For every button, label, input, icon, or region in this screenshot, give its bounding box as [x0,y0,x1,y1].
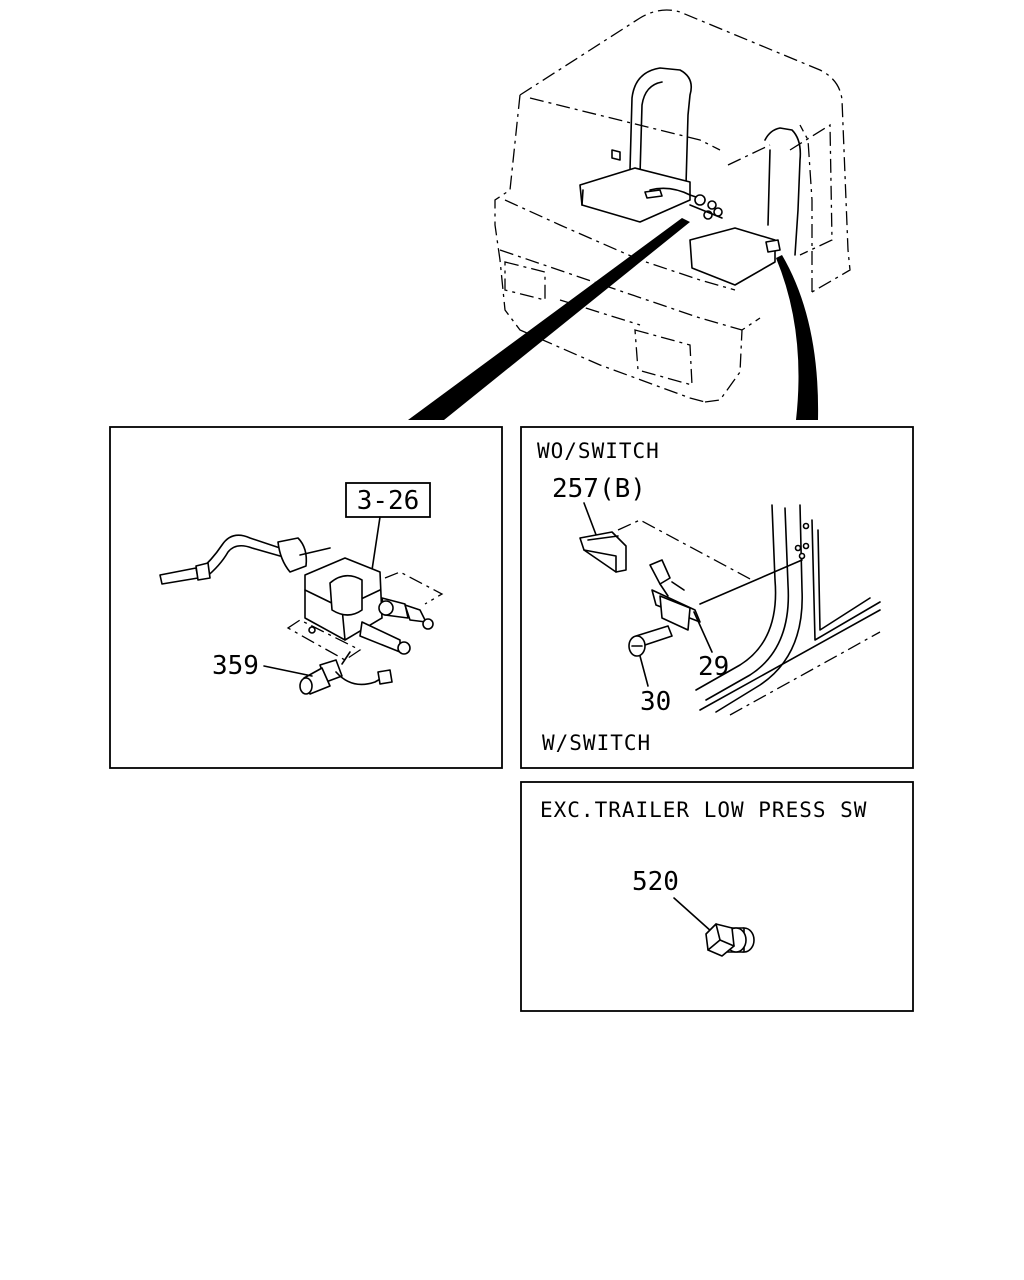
part-520-label: 520 [632,867,679,897]
right-top-detail-panel [520,426,914,769]
w-switch-heading: W/SWITCH [542,731,651,755]
ref-box-label: 3-26 [357,486,420,516]
valve-assembly-drawing [159,534,444,695]
ref-box [345,482,431,518]
right-bottom-detail-panel [520,781,914,1012]
cab-overview-drawing [408,9,851,420]
part-359-label: 359 [212,651,259,681]
seat-switch-bracket-drawing [579,504,881,716]
wo-switch-heading: WO/SWITCH [537,439,660,463]
part-30-label: 30 [640,687,671,717]
harness-cluster-icon [644,187,723,220]
leader-wedge-right [776,255,819,420]
part-29-label: 29 [698,652,729,682]
exc-trailer-heading: EXC.TRAILER LOW PRESS SW [540,798,867,822]
part-257b-label: 257(B) [552,474,646,504]
left-detail-panel [109,426,503,769]
hex-plug-drawing [705,923,755,957]
leader-wedge-left [408,218,690,420]
